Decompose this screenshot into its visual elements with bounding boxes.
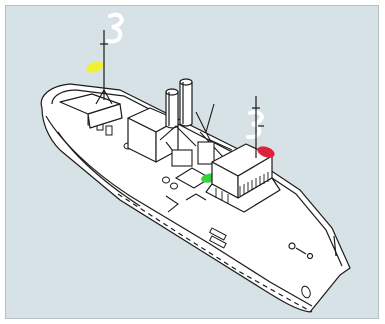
stern-windows xyxy=(87,115,311,299)
bridge xyxy=(205,143,281,213)
masthead-light-fore xyxy=(246,110,265,140)
anchor-windlass xyxy=(288,235,337,260)
yellow-light xyxy=(86,61,104,73)
hull xyxy=(40,83,351,313)
aft-deckhouse xyxy=(59,93,123,129)
aft-mast xyxy=(95,30,113,105)
masthead-light-aft xyxy=(106,12,125,44)
deck-cranes xyxy=(159,103,233,213)
diagram-frame xyxy=(5,5,379,319)
red-sidelight xyxy=(257,146,275,158)
bridge-windows xyxy=(215,172,269,204)
funnels xyxy=(165,78,193,129)
fore-mast xyxy=(252,96,264,158)
